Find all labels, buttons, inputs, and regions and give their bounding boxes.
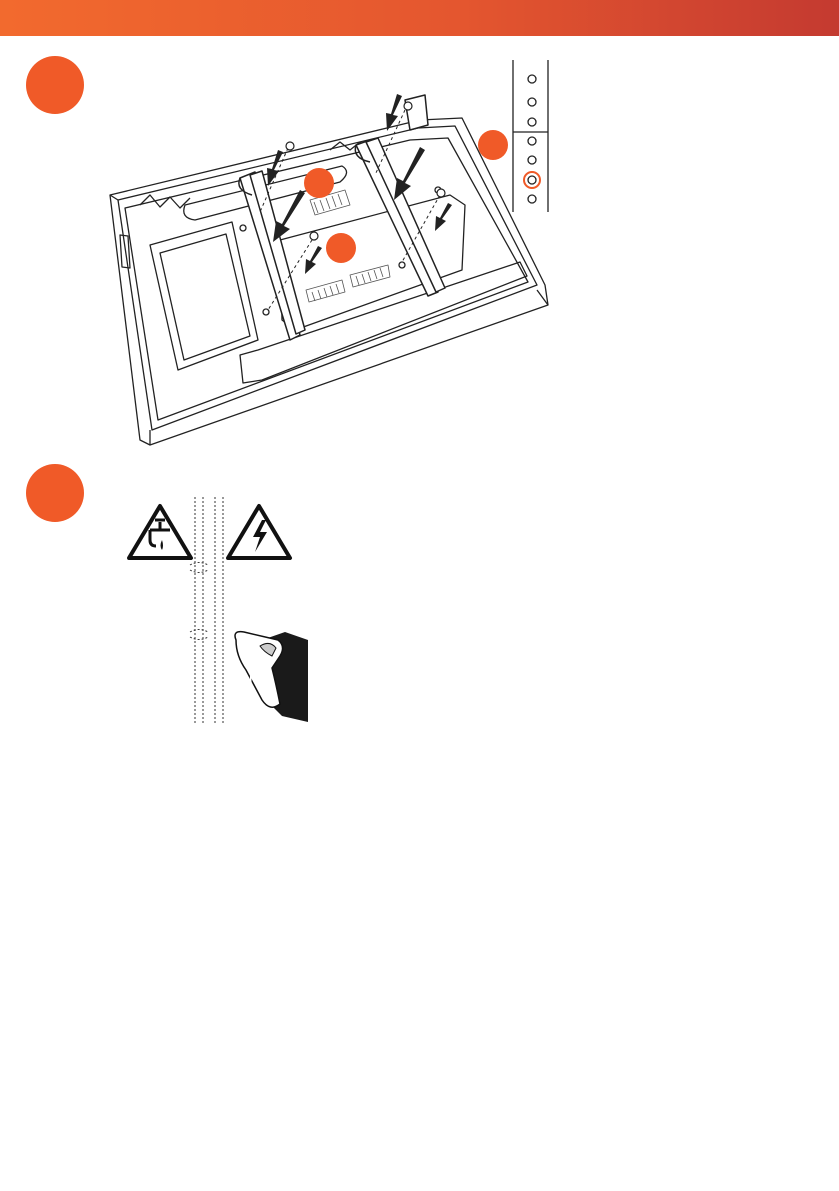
- stud-finder-hand-illustration: [235, 632, 308, 722]
- water-pipe-warning-icon: [129, 506, 191, 558]
- wall-check-figure: [0, 0, 839, 740]
- electrical-hazard-warning-icon: [228, 506, 290, 558]
- wall-pipe-illustration: [190, 497, 223, 725]
